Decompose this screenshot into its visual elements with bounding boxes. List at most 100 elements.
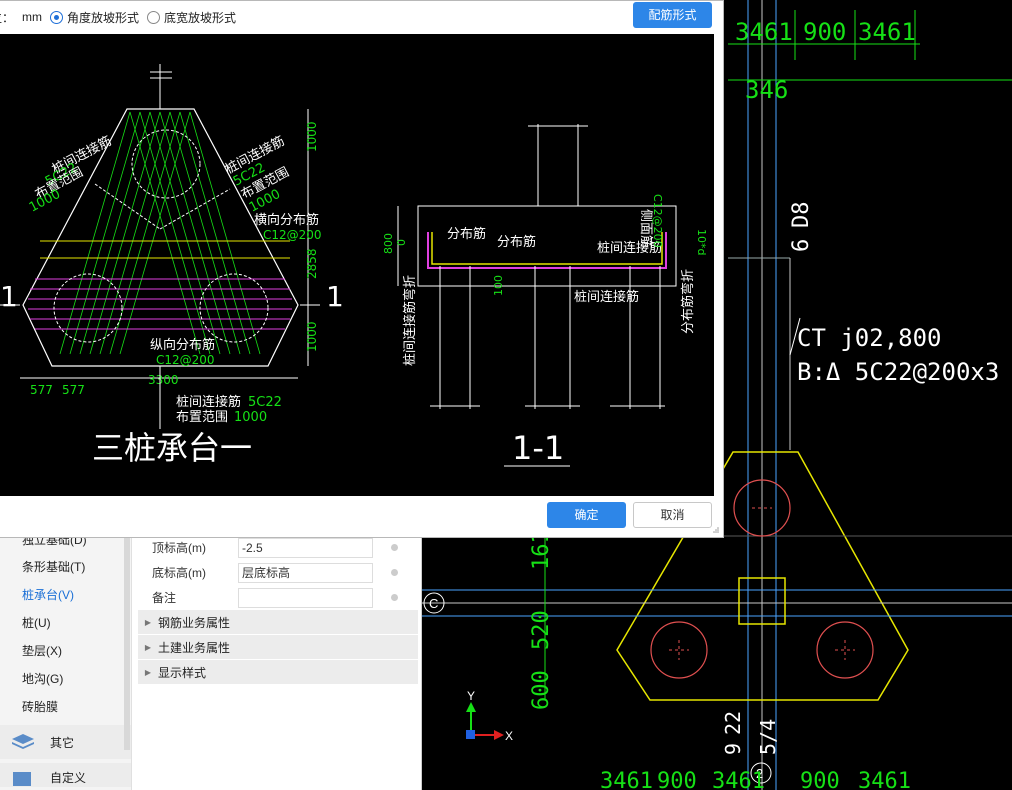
cad-text: 6 bbox=[789, 239, 814, 252]
prop-name: 备注 bbox=[152, 591, 177, 605]
label-dist-rebar: 分布筋 bbox=[497, 234, 536, 250]
dim-0: 0 bbox=[395, 239, 408, 246]
pile-cap-rebar-dialog: 单位： mm 角度放坡形式 底宽放坡形式 配筋形式 bbox=[0, 0, 724, 538]
prop-row-remark: 备注 bbox=[138, 585, 418, 610]
property-panel: 独立基础(D) 条形基础(T) 桩承台(V) 桩(U) 垫层(X) 地沟(G) … bbox=[0, 534, 422, 790]
cad-text: 9 bbox=[721, 743, 745, 755]
cad-bottom-dim: 3461 bbox=[858, 769, 911, 790]
prop-name: 顶标高(m) bbox=[152, 541, 206, 555]
cad-bottom-dim: 900 bbox=[657, 769, 697, 790]
nav-item-pile[interactable]: 桩(U) bbox=[22, 616, 51, 630]
dialog-options-bar: 单位： mm 角度放坡形式 底宽放坡形式 bbox=[0, 1, 724, 33]
expand-arrow-icon: ▶ bbox=[144, 667, 152, 677]
nav-item-trench[interactable]: 地沟(G) bbox=[22, 672, 64, 686]
prop-section-display[interactable]: ▶ 显示样式 bbox=[138, 660, 418, 685]
cancel-button[interactable]: 取消 bbox=[633, 502, 712, 528]
nav-item-brick-form[interactable]: 砖胎膜 bbox=[22, 700, 59, 714]
nav-item-pile-cap[interactable]: 桩承台(V) bbox=[22, 588, 74, 602]
label-dist-rebar: 分布筋 bbox=[447, 226, 486, 242]
label-c12-200: C12@200 bbox=[156, 353, 215, 367]
expand-arrow-icon: ▶ bbox=[144, 642, 152, 652]
label-between-pile-rebar: 桩间连接筋 bbox=[176, 394, 241, 410]
dim-577: 577 bbox=[62, 383, 85, 397]
section-mark-right: 1 bbox=[326, 280, 344, 313]
prop-value-input[interactable] bbox=[238, 587, 373, 608]
prop-section-rebar[interactable]: ▶ 钢筋业务属性 bbox=[138, 610, 418, 635]
prop-lock-dot[interactable] bbox=[391, 594, 398, 601]
radio-angle-slope[interactable]: 角度放坡形式 bbox=[50, 9, 139, 26]
nav-group-other[interactable]: 其它 bbox=[0, 725, 131, 759]
cad-text: CT j02,800 bbox=[797, 324, 942, 352]
property-table: 顶标高(m) -2.5 底标高(m) 层底标高 备注 ▶ 钢筋业务属性 ▶ 土建… bbox=[138, 535, 418, 685]
pile-cap-drawing: 1 1 1000 2858 1000 桩间连接筋 5C22 布置范围 1000 … bbox=[0, 34, 714, 496]
cad-left-dim: 600 bbox=[529, 670, 554, 710]
nav-group-custom-label: 自定义 bbox=[50, 771, 87, 785]
label-transverse-dist: 横向分布筋 bbox=[254, 212, 319, 228]
dim-2858: 2858 bbox=[305, 248, 319, 279]
unit-label: 单位： bbox=[0, 10, 15, 25]
label-c12-200: C12@200 bbox=[263, 228, 322, 242]
nav-group-custom[interactable]: 自定义 bbox=[0, 763, 131, 787]
label-c12-200: C12@200 bbox=[651, 194, 664, 248]
resize-grip-icon[interactable] bbox=[712, 526, 720, 534]
radio-label: 底宽放坡形式 bbox=[164, 10, 237, 25]
cad-axis-2: 2 bbox=[756, 766, 763, 781]
prop-section-label: 显示样式 bbox=[158, 665, 207, 680]
label-range-1000: 1000 bbox=[234, 410, 267, 425]
prop-section-civil[interactable]: ▶ 土建业务属性 bbox=[138, 635, 418, 660]
cad-axis-c: C bbox=[429, 596, 438, 611]
cad-axis-x: X bbox=[505, 729, 513, 743]
label-bend-between: 桩间连接筋弯折 bbox=[402, 275, 418, 366]
cad-bottom-dim: 3461 bbox=[600, 769, 653, 790]
prop-section-label: 钢筋业务属性 bbox=[158, 615, 231, 630]
cad-text: B:Δ 5C22@200x3 bbox=[797, 358, 999, 386]
cad-bottom-dim: 900 bbox=[800, 769, 840, 790]
label-side-rebar: 侧面筋 bbox=[638, 209, 654, 248]
ok-button[interactable]: 确定 bbox=[547, 502, 626, 528]
section-title: 1-1 bbox=[512, 429, 564, 467]
cad-text: 5/4 bbox=[756, 719, 780, 755]
prop-row-top-elevation: 顶标高(m) -2.5 bbox=[138, 535, 418, 560]
ucs-axis-icon: Y X bbox=[466, 689, 513, 743]
dim-577: 577 bbox=[30, 383, 53, 397]
label-longitudinal-dist: 纵向分布筋 bbox=[150, 337, 215, 353]
plan-title: 三桩承台一 bbox=[92, 429, 252, 467]
radio-unselected-icon bbox=[147, 10, 161, 24]
label-10d: 10*d bbox=[695, 229, 708, 255]
label-between-pile-rebar: 桩间连接筋 bbox=[597, 240, 662, 256]
cad-top-dim: 3461 bbox=[858, 18, 916, 46]
cad-bottom-dim: 3461 bbox=[712, 769, 765, 790]
section-mark-left: 1 bbox=[0, 280, 18, 313]
cad-text: 22 bbox=[721, 711, 745, 735]
cad-top-dim: 3461 bbox=[735, 18, 793, 46]
component-nav: 独立基础(D) 条形基础(T) 桩承台(V) 桩(U) 垫层(X) 地沟(G) … bbox=[0, 534, 132, 790]
radio-selected-icon bbox=[50, 10, 64, 24]
cad-left-dim: 520 bbox=[529, 610, 554, 650]
label-5c22: 5C22 bbox=[248, 395, 282, 410]
prop-value-input[interactable]: -2.5 bbox=[238, 537, 373, 558]
nav-item-cushion[interactable]: 垫层(X) bbox=[22, 644, 62, 658]
radio-width-slope[interactable]: 底宽放坡形式 bbox=[147, 9, 236, 26]
expand-arrow-icon: ▶ bbox=[144, 617, 152, 627]
prop-value-input[interactable]: 层底标高 bbox=[238, 562, 373, 583]
prop-lock-dot[interactable] bbox=[391, 544, 398, 551]
nav-group-other-label: 其它 bbox=[50, 735, 75, 750]
dim-100: 100 bbox=[492, 275, 505, 296]
label-bend-dist: 分布筋弯折 bbox=[680, 269, 696, 334]
cad-axis-y: Y bbox=[467, 689, 475, 703]
dim-3300: 3300 bbox=[148, 373, 179, 387]
label-layout-range: 布置范围 bbox=[176, 410, 228, 425]
layers-icon bbox=[12, 734, 34, 749]
prop-name: 底标高(m) bbox=[152, 566, 206, 580]
prop-lock-dot[interactable] bbox=[391, 569, 398, 576]
label-between-pile-rebar: 桩间连接筋 bbox=[574, 289, 639, 305]
rebar-form-button[interactable]: 配筋形式 bbox=[633, 2, 712, 28]
nav-scrollbar[interactable] bbox=[124, 535, 130, 750]
cad-text: D8 bbox=[789, 202, 814, 229]
cad-top-dim: 346 bbox=[745, 76, 788, 104]
nav-item-strip-foundation[interactable]: 条形基础(T) bbox=[22, 560, 86, 574]
dim-800: 800 bbox=[382, 233, 395, 254]
custom-icon bbox=[13, 772, 31, 786]
cad-top-dim: 900 bbox=[803, 18, 846, 46]
